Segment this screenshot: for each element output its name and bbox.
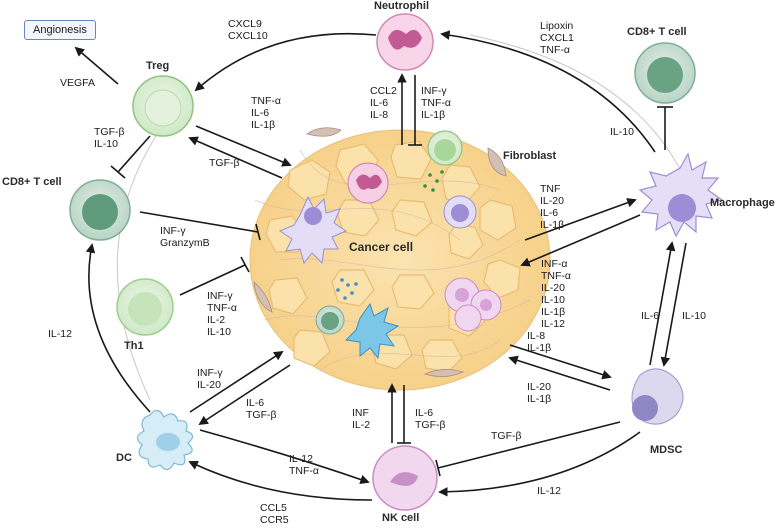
- dc-cell: [136, 409, 194, 471]
- macrophage-small-in-tumor: [443, 195, 477, 229]
- label-cd8-infg: INF-γ GranzymB: [160, 225, 210, 249]
- label-neut-infg: INF-γ TNF-α IL-1β: [421, 85, 451, 121]
- cd8-left-label: CD8+ T cell: [2, 176, 62, 188]
- cd8-in-tumor: [315, 305, 345, 335]
- label-treg-tnf: TNF-α IL-6 IL-1β: [251, 95, 281, 131]
- label-inf-alpha-mac: INF-α TNF-α IL-20 IL-10 IL-1β IL-12: [541, 258, 571, 330]
- treg-cell: [132, 75, 194, 137]
- fibroblast-shape-top: [306, 127, 342, 137]
- outer-circle-left: [116, 129, 161, 401]
- neutrophil-cell: [376, 13, 434, 71]
- label-treg-tgfb: TGF-β: [209, 157, 240, 169]
- label-lipoxin: Lipoxin CXCL1 TNF-α: [540, 20, 574, 56]
- label-mdsc-il12: IL-12: [537, 485, 561, 497]
- mdsc-cell: [631, 368, 684, 425]
- fibroblast-shape-left: [253, 281, 273, 313]
- label-il10-mac-mdsc: IL-10: [682, 310, 706, 322]
- label-dc-infg: INF-γ IL-20: [197, 367, 223, 391]
- angionesis-box: Angionesis: [24, 20, 96, 40]
- neutrophil-in-tumor: [347, 162, 389, 204]
- mdsc-label: MDSC: [650, 444, 683, 456]
- nk-label: NK cell: [382, 512, 420, 524]
- cytokine-dots-green: [423, 170, 444, 192]
- label-il12-dc-cd8: IL-12: [48, 328, 72, 340]
- label-th1-cyto: INF-γ TNF-α IL-2 IL-10: [207, 290, 237, 338]
- label-nk-ccl5: CCL5 CCR5: [260, 502, 289, 526]
- macrophage-label: Macrophage: [710, 197, 775, 209]
- label-treg-cd8: TGF-β IL-10: [94, 126, 125, 150]
- cd8-cell-left: [69, 179, 131, 241]
- mdsc-cluster-in-tumor: [444, 277, 502, 332]
- arrows: [74, 30, 687, 501]
- macrophage-cell: [638, 152, 724, 238]
- th1-label: Th1: [124, 340, 144, 352]
- cancer-cell-label: Cancer cell: [349, 240, 414, 254]
- label-il8-mdsc: IL-8 IL-1β: [527, 330, 552, 354]
- th-cell-in-tumor: [427, 130, 463, 166]
- cytokine-dots: [336, 278, 358, 300]
- fibroblast-label: Fibroblast: [503, 150, 557, 162]
- label-il10-mac-cd8: IL-10: [610, 126, 634, 138]
- macrophage-in-tumor: [278, 195, 348, 265]
- label-nk-inf: INF IL-2: [352, 407, 371, 431]
- th1-cell: [116, 278, 174, 336]
- label-vegfa: VEGFA: [60, 77, 96, 89]
- label-tnf-mac: TNF IL-20 IL-6 IL-1β: [540, 183, 565, 231]
- label-nk-il6: IL-6 TGF-β: [415, 407, 446, 431]
- label-dc-il12: IL-12 TNF-α: [289, 453, 319, 477]
- dc-label: DC: [116, 452, 132, 464]
- cd8-cell-right: [634, 42, 696, 104]
- treg-label: Treg: [146, 60, 170, 72]
- label-cxcl9-cxcl10: CXCL9 CXCL10: [228, 18, 268, 42]
- nk-cell: [372, 445, 438, 511]
- neutrophil-label: Neutrophil: [374, 0, 429, 12]
- outer-circle-top-right: [469, 34, 691, 191]
- cd8-right-label: CD8+ T cell: [627, 26, 687, 38]
- dc-in-tumor: [344, 302, 400, 360]
- fibroblast-shape-bottom: [423, 369, 465, 377]
- fibroblast-shape-right: [487, 147, 507, 177]
- label-ccl2: CCL2 IL-6 IL-8: [370, 85, 397, 121]
- label-mdsc-tgfb: TGF-β: [491, 430, 522, 442]
- label-il20-mdsc: IL-20 IL-1β: [527, 381, 552, 405]
- label-il6-mdsc-mac: IL-6: [641, 310, 660, 322]
- label-dc-il6: IL-6 TGF-β: [246, 397, 277, 421]
